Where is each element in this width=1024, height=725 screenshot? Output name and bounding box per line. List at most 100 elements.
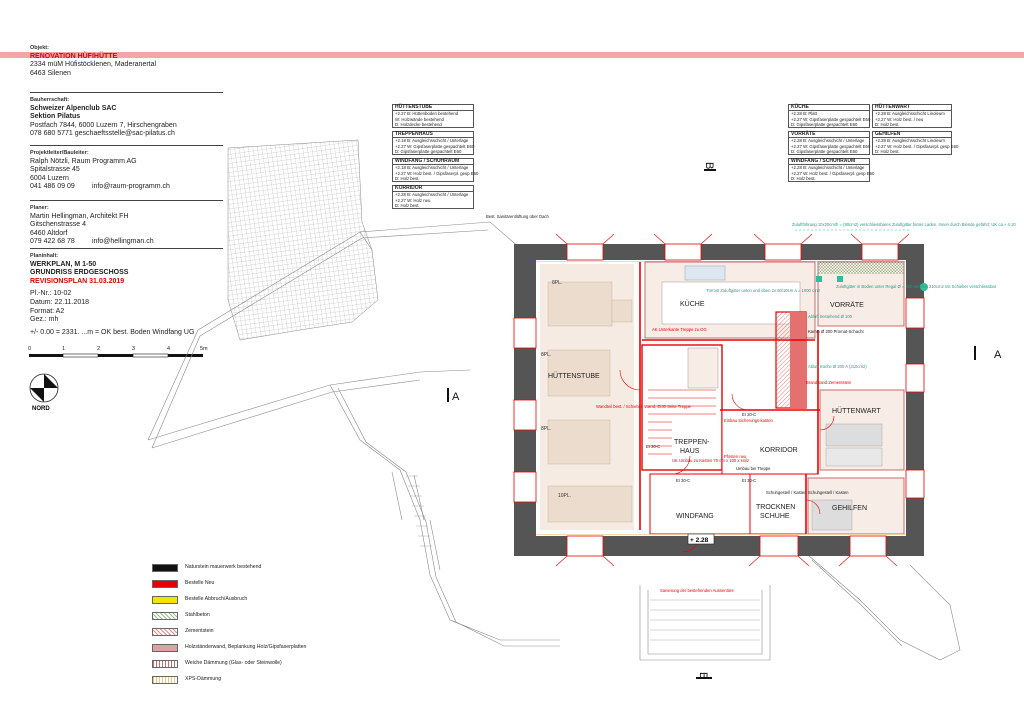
room-table-row: +2.28 B: Ausgleichsschicht Linoleum (875, 111, 945, 117)
window-swings (555, 233, 910, 567)
objekt-line: 6463 Silenen (30, 69, 71, 77)
bauherrschaft-address: Postfach 7844, 6000 Luzern 7, Hirschengr… (30, 121, 177, 129)
legend-item: Stahlbeton (152, 612, 352, 620)
scale-tick-label: 0 (28, 346, 31, 352)
projektleiter-line: Ralph Nötzli, Raum Programm AG (30, 157, 137, 165)
room-table-row: +2.27 W: Holz neu (395, 197, 431, 203)
north-arrow-icon: NORD (29, 373, 59, 412)
legend-swatch (152, 644, 178, 652)
insulation-top (536, 260, 906, 264)
note-pfosten: Pfosten neu (724, 454, 747, 459)
bauherrschaft-line: Sektion Pilatus (30, 113, 81, 121)
room-table-gehilfen: GEHILFEN +2.28 B: Ausgleichsschicht Lino… (872, 131, 958, 156)
legend-item: Bestelle Abbruch/Ausbruch (152, 596, 352, 604)
note-sanierung: Sanierung der bestehenden Aussentüre (660, 588, 734, 593)
projektleiter-line: Spitalstrasse 45 (30, 166, 80, 174)
objekt-line: 2334 müM Hüfistöcklenen, Maderanertal (30, 61, 157, 69)
room-table-row: +2.18 B: Ausgleichsschicht / Unterlage (395, 165, 469, 171)
room-table-row: +2.28 B: Ausgleichsschicht / Unterlage (395, 192, 469, 198)
steps (406, 475, 760, 641)
note-schuhgestell: Schuhgestell / Kasten (766, 490, 807, 495)
scale-tick-label: 5m (200, 346, 208, 352)
objekt-label: Objekt: (30, 45, 49, 51)
legend-label: Bestelle Abbruch/Ausbruch (185, 596, 248, 602)
dining-tables (547, 281, 633, 523)
legend-label: Stahlbeton (185, 612, 210, 618)
note-ul: UK Umbau zu Kasten 70 cm x 100 x Holz (672, 458, 749, 463)
legend-label: Zementstein (185, 628, 214, 634)
insulation-bottom (536, 532, 906, 536)
room-table-row: +2.18 B: Ausgleichsschicht / Unterlage (395, 138, 469, 144)
projektleiter-line: 6004 Luzern (30, 174, 69, 182)
section-b-top: B (703, 162, 715, 169)
note-brandwand: Brandwand Zementstein (806, 380, 852, 385)
vent-marks (816, 276, 928, 291)
desk (825, 447, 883, 467)
bauherrschaft-block: Bauherrschaft: Schweizer Alpenclub SAC S… (30, 92, 225, 139)
room-table-row: +2.28 B: Ausgleichsschicht / Unterlage (791, 165, 865, 171)
room-trocknen-2: SCHUHE (760, 513, 790, 520)
room-table-row: +2.28 B: Platt (791, 111, 817, 117)
note-kamin: Kamin Ø 200 Promat-Schacht (808, 329, 864, 334)
bauherrschaft-label: Bauherrschaft: (30, 97, 70, 103)
room-table-row: D: Gipsfaserplatte gespachtelt E60 (791, 148, 858, 154)
meta-line: Format: A2 (30, 307, 65, 315)
planinhalt-line: WERKPLAN, M 1-50 (30, 260, 97, 268)
windfang-area (649, 473, 751, 535)
projektleiter-label: Projektleiter/Bauleiter: (30, 150, 89, 156)
note-sanitaer: Best. Sanitärentlüftung über Dach (486, 214, 550, 219)
room-table-row: +2.27 W: Holz best. / neu (875, 116, 924, 122)
divider (30, 248, 223, 249)
level-mark: + 2.28 (690, 537, 709, 544)
room-table-row: D: Holz best. (395, 202, 420, 208)
meta-line: Datum: 22.11.2018 (30, 298, 90, 306)
height-note: +/- 0.00 = 2331. ...m = OK best. Boden W… (30, 328, 195, 336)
room-table-huettenstube: HÜTTENSTUBE +2.27 B: Hüttenboden bestehe… (392, 104, 474, 129)
room-table-title: KORRIDOR (393, 185, 473, 193)
room-table-title: WINDFANG / SCHUHRAUM (393, 158, 473, 166)
room-table-row: +2.28 B: Ausgleichsschicht Linoleum (875, 138, 945, 144)
divider (30, 200, 223, 201)
legend-swatch (152, 612, 178, 620)
room-table-row: +2.27 B: Hüttenboden bestehend (395, 111, 459, 117)
bed (825, 423, 883, 447)
brandwand (790, 312, 806, 408)
planer-line: Martin Hellingman, Architekt FH (30, 212, 129, 220)
legend-label: XPS-Dämmung (185, 676, 222, 682)
note-abluft-1: Abluft bestehend Ø 100 (808, 314, 853, 319)
note-abluft-2: Abluft Küche Ø 200 A (310cm2) (808, 364, 867, 369)
room-table-row: D: Holz best. (875, 148, 900, 154)
room-table-row: +2.27 W: Gipsfaserplatte gespachtelt E60 (395, 143, 475, 149)
note-schuhgestell: Schuhgestell / Kasten (808, 490, 849, 495)
planinhalt-label: Planinhalt: (30, 253, 59, 259)
legend-item: Holzständerwand, Beplankung Holz/Gipsfas… (152, 644, 352, 652)
north-label: NORD (32, 406, 50, 412)
planinhalt-line: GRUNDRISS ERDGESCHOSS (30, 269, 129, 277)
legend-swatch (152, 564, 178, 572)
room-vorraete: VORRÄTE (830, 301, 864, 309)
room-table-title: HÜTTENSTUBE (393, 104, 473, 112)
room-table-korridor: KORRIDOR +2.28 B: Ausgleichsschicht / Un… (392, 185, 474, 210)
room-kueche: KÜCHE (680, 300, 705, 308)
meta-line: Gez.: mh (30, 316, 59, 324)
table-label: 8PL. (552, 280, 562, 286)
revision-label: REVISIONSPLAN 31.03.2019 (30, 277, 125, 285)
room-table-row: D: Holz best. (791, 175, 816, 181)
vorraete-shelf (818, 262, 904, 274)
projektleiter-email[interactable]: info@raum-programm.ch (92, 183, 170, 191)
planer-line: 6460 Altdorf (30, 229, 68, 237)
room-table-title: HÜTTENWART (873, 104, 951, 112)
planer-label: Planer: (30, 205, 49, 211)
scale-tick-label: 2 (97, 346, 100, 352)
planer-email[interactable]: info@hellingman.ch (92, 238, 154, 246)
bauherrschaft-line: Schweizer Alpenclub SAC (30, 104, 117, 112)
note-zuluft-boden: Zuluftgitter in Boden unter Regal Ø = 20… (836, 284, 997, 289)
section-b-bottom: B (697, 672, 709, 679)
meta-line: Pl.-Nr.: 10-02 (30, 290, 72, 298)
note-ak-treppe: AK Unterkante Treppe zu OG (652, 327, 707, 332)
note-ei30: EI 30-C (742, 412, 756, 417)
note-tuerrost: Türrost Zuluftgitter unten und oben 2x 6… (706, 288, 821, 293)
note-ei30: EI 30-C (742, 478, 756, 483)
note-ei30: EI 30-C (676, 478, 690, 483)
